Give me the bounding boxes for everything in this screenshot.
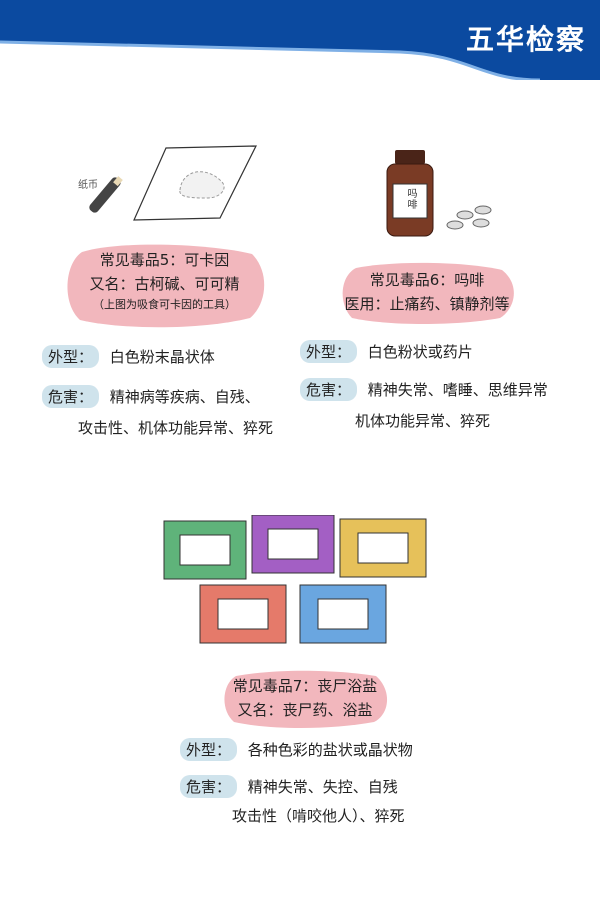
appearance-tag: 外型：: [42, 345, 100, 368]
item5-appearance-row: 外型： 白色粉末晶状体: [42, 345, 215, 368]
item5-title-pill: 常见毒品5：可卡因 又名：古柯碱、可可精 （上图为吸食可卡因的工具）: [62, 242, 267, 328]
item6-appearance-row: 外型： 白色粉状或药片: [300, 340, 473, 363]
item6-title: 常见毒品6：吗啡: [369, 271, 485, 289]
item7-title-pill: 常见毒品7：丧尸浴盐 又名：丧尸药、浴盐: [220, 670, 390, 728]
item7-appearance: 各种色彩的盐状或晶状物: [247, 741, 413, 759]
item5-note: （上图为吸食可卡因的工具）: [93, 298, 236, 311]
harm-tag: 危害：: [300, 378, 358, 401]
item6-harm-line1: 精神失常、嗜睡、思维异常: [367, 381, 548, 399]
item5-harm-line1: 精神病等疾病、自残、: [109, 388, 260, 406]
header-banner: 五华检察: [0, 0, 600, 82]
header-background: [0, 0, 600, 82]
paper-money-label: 纸币: [78, 180, 98, 191]
packet-4: [199, 584, 287, 644]
packet-3: [339, 518, 427, 578]
item5-harm-line2: 攻击性、机体功能异常、猝死: [78, 419, 274, 437]
packet-1: [163, 520, 247, 580]
appearance-tag: 外型：: [300, 340, 358, 363]
item7-harm-line2: 攻击性（啃咬他人）、猝死: [232, 807, 405, 825]
pill-background: [342, 262, 514, 324]
item7-title: 常见毒品7：丧尸浴盐: [232, 677, 378, 695]
item6-harm-row: 危害： 精神失常、嗜睡、思维异常: [300, 378, 548, 401]
item7-harm-row: 危害： 精神失常、失控、自残: [180, 775, 398, 798]
brand-title: 五华检察: [465, 23, 586, 56]
pill-background: [67, 244, 265, 328]
bottle-label: 吗啡: [405, 188, 416, 210]
item6-appearance: 白色粉状或药片: [367, 343, 473, 361]
item7-appearance-row: 外型： 各种色彩的盐状或晶状物: [180, 738, 413, 761]
item5-harm-row: 危害： 精神病等疾病、自残、: [42, 385, 260, 408]
item5-alias: 又名：古柯碱、可可精: [89, 275, 240, 293]
cocaine-illustration: 纸币: [70, 140, 270, 230]
harm-tag: 危害：: [42, 385, 100, 408]
item7-harm-line1: 精神失常、失控、自残: [247, 778, 398, 796]
item6-title-pill: 常见毒品6：吗啡 医用：止痛药、镇静剂等: [338, 262, 516, 324]
item5-title: 常见毒品5：可卡因: [99, 251, 230, 269]
appearance-tag: 外型：: [180, 738, 238, 761]
item5-appearance: 白色粉末晶状体: [109, 348, 215, 366]
pill-background: [224, 670, 388, 728]
item6-medical: 医用：止痛药、镇静剂等: [344, 295, 510, 313]
packet-5: [299, 584, 387, 644]
bath-salts-illustration: [160, 514, 430, 650]
packet-2: [251, 514, 335, 574]
item7-alias: 又名：丧尸药、浴盐: [237, 701, 373, 719]
packets-graphic: [163, 514, 427, 644]
morphine-illustration: 吗啡: [385, 150, 500, 240]
harm-tag: 危害：: [180, 775, 238, 798]
item6-harm-line2: 机体功能异常、猝死: [355, 412, 491, 430]
